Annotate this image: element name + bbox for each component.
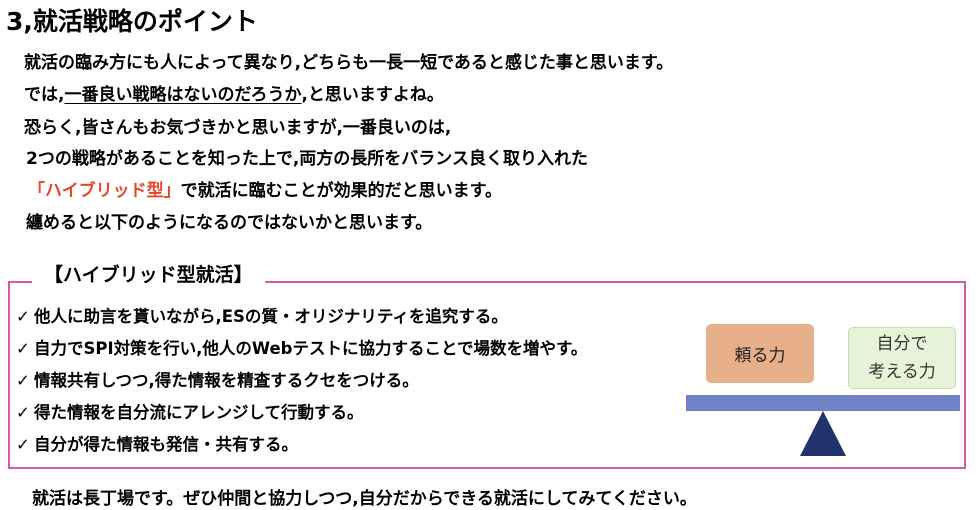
item-text: 自分が得た情報も発信・共有する。 [34, 435, 298, 454]
balance-beam [686, 395, 960, 411]
underlined-question: 一番良い戦略はないのだろうか [64, 85, 302, 105]
hybrid-item: ✓自力でSPI対策を行い,他人のWebテストに協力することで場数を増やす。 [16, 338, 587, 360]
hybrid-highlight: 「ハイブリッド型」 [28, 181, 181, 201]
check-icon: ✓ [16, 403, 30, 422]
paragraph-line-5: 「ハイブリッド型」で就活に臨むことが効果的だと思います。 [28, 180, 502, 202]
hybrid-item: ✓得た情報を自分流にアレンジして行動する。 [16, 402, 364, 424]
item-text: 自力でSPI対策を行い,他人のWebテストに協力することで場数を増やす。 [34, 339, 588, 358]
item-text: 得た情報を自分流にアレンジして行動する。 [34, 403, 364, 422]
check-icon: ✓ [16, 339, 30, 358]
hybrid-box [8, 281, 966, 469]
self-thinking-line-1: 自分で [876, 334, 928, 354]
line2-prefix: では, [24, 85, 65, 105]
self-thinking-label: 自分で 考える力 [848, 327, 956, 389]
fulcrum-triangle-icon [800, 411, 846, 456]
item-text: 情報共有しつつ,得た情報を精査するクセをつける。 [34, 371, 419, 390]
check-icon: ✓ [16, 371, 30, 390]
hybrid-item: ✓自分が得た情報も発信・共有する。 [16, 434, 298, 456]
hybrid-item: ✓他人に助言を貰いながら,ESの質・オリジナリティを追究する。 [16, 306, 508, 328]
paragraph-line-1: 就活の臨み方にも人によって異なり,どちらも一長一短であると感じた事と思います。 [24, 53, 674, 73]
hybrid-heading: 【ハイブリッド型就活】 [32, 262, 265, 288]
check-icon: ✓ [16, 307, 30, 326]
item-text: 他人に助言を貰いながら,ESの質・オリジナリティを追究する。 [34, 307, 508, 326]
hybrid-item: ✓情報共有しつつ,得た情報を精査するクセをつける。 [16, 370, 419, 392]
closing-message: 就活は長丁場です。ぜひ仲間と協力しつつ,自分だからできる就活にしてみてください。 [32, 489, 697, 509]
section-title: 3,就活戦略のポイント [6, 7, 258, 36]
paragraph-line-2: では,一番良い戦略はないのだろうか,と思いますよね。 [24, 84, 444, 106]
line2-suffix: ,と思いますよね。 [301, 85, 444, 105]
check-icon: ✓ [16, 435, 30, 454]
paragraph-line-3: 恐らく,皆さんもお気づきかと思いますが,一番良いのは, [24, 118, 452, 138]
rely-power-label: 頼る力 [706, 324, 814, 383]
self-thinking-line-2: 考える力 [868, 362, 936, 382]
paragraph-line-6: 纏めると以下のようになるのではないかと思います。 [26, 213, 433, 233]
line5-suffix: で就活に臨むことが効果的だと思います。 [180, 181, 502, 201]
paragraph-line-4: 2つの戦略があることを知った上で,両方の長所をバランス良く取り入れた [26, 149, 588, 169]
